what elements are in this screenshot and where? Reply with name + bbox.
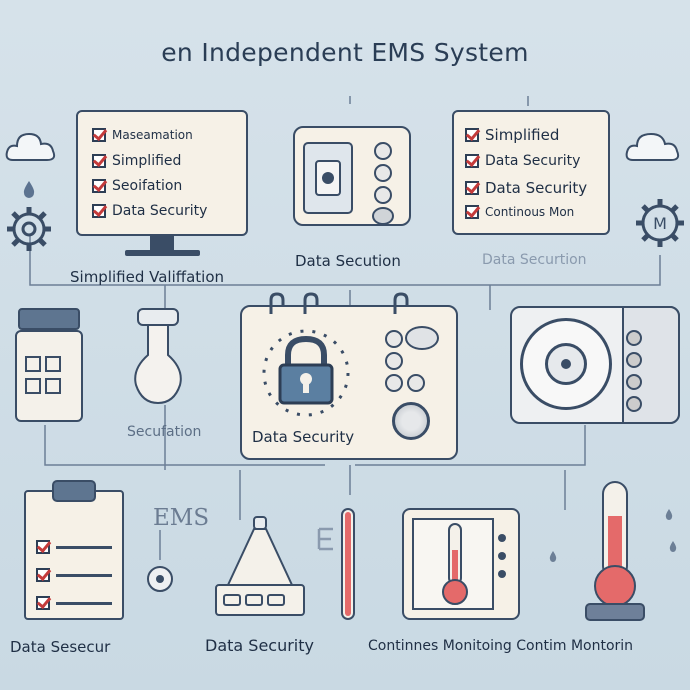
dial-center [156, 575, 164, 583]
list-item: Simplified [92, 153, 181, 169]
list-item: Continous Mon [465, 205, 574, 219]
panel-dial [392, 402, 430, 440]
gear-icon: M [636, 199, 684, 247]
bottom-label-2: Data Security [205, 636, 314, 655]
indicator-dot [498, 570, 506, 578]
label-lock-panel: Data Security [252, 428, 355, 446]
drop-icon [23, 181, 35, 198]
cloud-icon [625, 132, 680, 161]
list-item: Data Security [92, 203, 207, 219]
padlock-icon [262, 329, 350, 417]
thermometer-icon [585, 481, 645, 621]
panel-button [407, 374, 425, 392]
lamp-icon [215, 516, 305, 616]
gear-icon [7, 207, 51, 251]
bottom-label-1: Data Sesecur [10, 638, 111, 656]
drop-icon [669, 541, 677, 552]
cloud-icon [5, 132, 56, 161]
ems-glyph-icon [317, 527, 333, 551]
svg-text:M: M [653, 214, 667, 233]
panel-button [385, 352, 403, 370]
drop-icon [665, 509, 673, 520]
ems-label: EMS [153, 505, 210, 531]
indicator-dot [498, 552, 506, 560]
list-item: Data Security [465, 153, 580, 169]
label-simplified-validation: Simplified Valiffation [70, 268, 225, 286]
label-data-securtion: Data Secution [295, 252, 401, 270]
label-faint-right: Data Securtion [482, 252, 587, 268]
panel-knob [405, 326, 439, 350]
drop-icon [549, 551, 557, 562]
label-secufation: Secufation [127, 424, 202, 440]
thermometer-fill [345, 512, 351, 616]
indicator-dot [498, 534, 506, 542]
monitor-stand [150, 236, 174, 250]
panel-button [385, 374, 403, 392]
panel-button [385, 330, 403, 348]
list-item: Maseamation [92, 128, 193, 142]
monitor-base [125, 250, 200, 256]
binder-rings [269, 292, 409, 314]
list-item: Seoifation [92, 178, 182, 194]
thermometer-icon [442, 523, 468, 605]
page-title: en Independent EMS System [161, 38, 529, 67]
flask-icon [134, 308, 182, 405]
list-item: Simplified [465, 126, 559, 144]
list-item: Data Security [465, 179, 587, 197]
bottom-label-3: Continnes Monitoing Contim Montorin [368, 638, 634, 654]
